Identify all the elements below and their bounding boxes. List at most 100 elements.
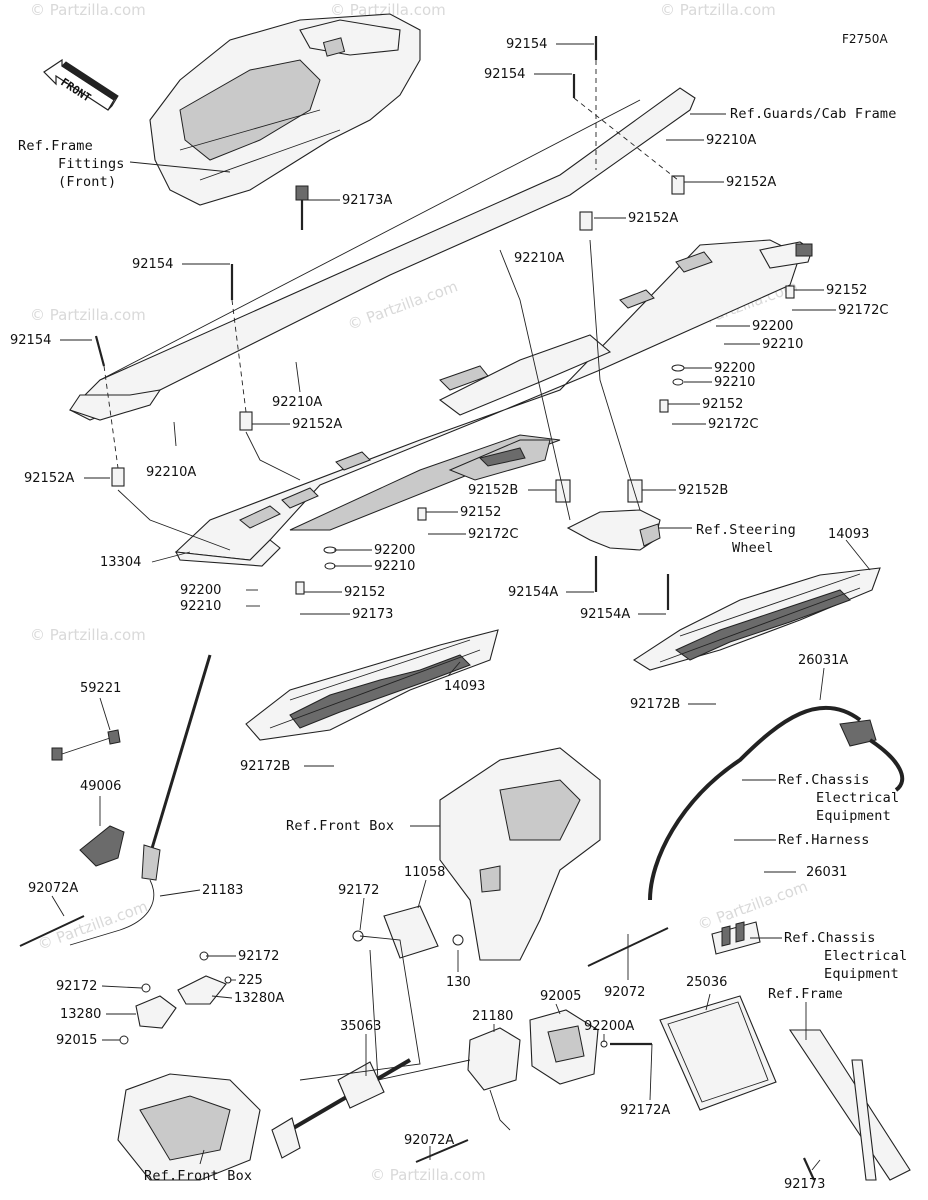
ref-label: Ref.Chassis <box>784 930 876 946</box>
part-label: 92210A <box>146 465 196 480</box>
part-label: 92172 <box>238 949 279 964</box>
watermark-text: © Partzilla.com <box>660 1 776 19</box>
unit-21180 <box>467 1027 521 1131</box>
watermark-text: © Partzilla.com <box>30 626 146 644</box>
part-label: 92210A <box>514 251 564 266</box>
part-label: 92154A <box>580 607 630 622</box>
part-label: 92154A <box>508 585 558 600</box>
ref-label: Electrical <box>816 790 899 806</box>
part-label: 92200 <box>374 543 415 558</box>
part-label: 92210 <box>374 559 415 574</box>
part-label: 49006 <box>80 779 121 794</box>
watermark-text: © Partzilla.com <box>330 1 446 19</box>
steering-wheel-mount <box>566 509 661 551</box>
leader-lines <box>51 43 871 1171</box>
ref-label: Fittings <box>58 156 125 172</box>
part-label: 92172A <box>620 1103 670 1118</box>
sheet-25036 <box>659 995 777 1111</box>
part-label: 59221 <box>80 681 121 696</box>
cap-49006 <box>79 825 125 867</box>
part-label: 92152 <box>702 397 743 412</box>
front-box-frame <box>439 747 601 961</box>
guard-panel <box>69 87 696 421</box>
connector-59221 <box>51 729 121 761</box>
ref-label: Wheel <box>732 540 774 556</box>
part-label: 92200 <box>714 361 755 376</box>
remote-35063 <box>271 1058 412 1159</box>
antenna-21183 <box>69 654 212 946</box>
part-label: 92172 <box>338 883 379 898</box>
front-box-bottom <box>117 1073 261 1181</box>
part-label: 92172 <box>56 979 97 994</box>
floor-panel-13304 <box>174 239 813 567</box>
watermark-text: © Partzilla.com <box>35 897 150 954</box>
cable-tie-92072a-left <box>19 915 85 947</box>
frame-lower-right <box>788 1029 911 1181</box>
reference-labels: Ref.Frame Fittings (Front) Ref.Guards/Ca… <box>18 106 907 1184</box>
ref-label: Ref.Front Box <box>144 1168 252 1184</box>
part-label: 92210A <box>706 133 756 148</box>
ref-label: Equipment <box>816 808 891 824</box>
part-label: 14093 <box>828 527 869 542</box>
part-label: 13280A <box>234 991 284 1006</box>
part-label: 92154 <box>10 333 51 348</box>
watermark-text: © Partzilla.com <box>370 1166 486 1184</box>
part-label: 92152A <box>292 417 342 432</box>
harness-26031a <box>648 705 905 901</box>
part-label: 92173 <box>352 607 393 622</box>
part-label: 92154 <box>506 37 547 52</box>
bracket-13280a <box>177 975 227 1005</box>
part-label: 92210A <box>272 395 322 410</box>
part-labels: 92154 92154 92210A 92152A 92152A 92173A … <box>10 37 888 1192</box>
part-label: 92152B <box>678 483 728 498</box>
ref-label: Ref.Steering <box>696 522 796 538</box>
frame-fittings-front <box>149 13 421 230</box>
part-label: 92152 <box>460 505 501 520</box>
part-label: 26031A <box>798 653 848 668</box>
part-label: 92072A <box>28 881 78 896</box>
part-label: 225 <box>238 973 263 988</box>
ref-label: Ref.Frame <box>768 986 843 1002</box>
chassis-electrical-bracket <box>711 921 761 955</box>
ref-label: Ref.Guards/Cab Frame <box>730 106 897 122</box>
part-label: 92154 <box>132 257 173 272</box>
part-label: 92152A <box>628 211 678 226</box>
cover-92005 <box>529 1009 599 1085</box>
part-label: 92072 <box>604 985 645 1000</box>
part-label: 92200 <box>752 319 793 334</box>
part-label: 92005 <box>540 989 581 1004</box>
ref-label: Equipment <box>824 966 899 982</box>
part-label: 92173 <box>784 1177 825 1192</box>
fasteners <box>94 36 816 1181</box>
part-label: 92210 <box>180 599 221 614</box>
part-label: 25036 <box>686 975 727 990</box>
ref-label: Electrical <box>824 948 907 964</box>
front-arrow-icon: FRONT <box>43 58 119 111</box>
part-label: 14093 <box>444 679 485 694</box>
ref-label: Ref.Harness <box>778 832 870 848</box>
ref-label: Ref.Chassis <box>778 772 870 788</box>
part-label: 13304 <box>100 555 141 570</box>
part-label: 92152 <box>826 283 867 298</box>
part-label: 35063 <box>340 1019 381 1034</box>
part-label: 92210 <box>714 375 755 390</box>
ref-label: Ref.Frame <box>18 138 93 154</box>
floor-mat-14093-right <box>632 567 881 671</box>
part-label: 92173A <box>342 193 392 208</box>
part-label: 21183 <box>202 883 243 898</box>
part-label: 92154 <box>484 67 525 82</box>
part-label: 21180 <box>472 1009 513 1024</box>
bracket-13280 <box>135 995 177 1029</box>
part-label: 92200A <box>584 1019 634 1034</box>
part-label: 92172C <box>468 527 518 542</box>
part-label: 92172C <box>838 303 888 318</box>
part-label: 92152 <box>344 585 385 600</box>
figure-code: F2750A <box>842 32 888 46</box>
part-label: 13280 <box>60 1007 101 1022</box>
floor-mat-14093-left <box>245 629 499 741</box>
part-label: 92152B <box>468 483 518 498</box>
ref-label: (Front) <box>58 174 116 190</box>
part-label: 92152A <box>726 175 776 190</box>
watermark-text: © Partzilla.com <box>30 306 146 324</box>
